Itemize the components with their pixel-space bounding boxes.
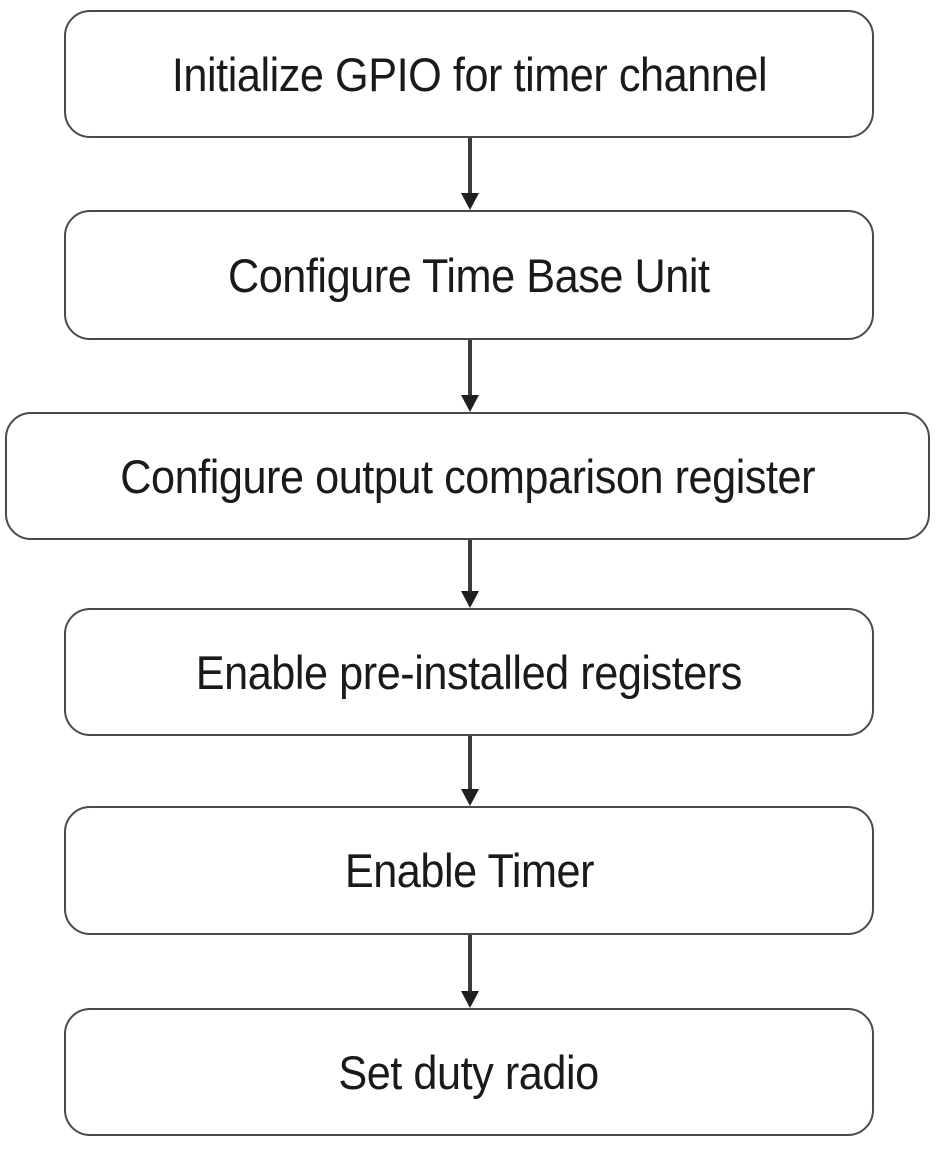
arrow-head-down-icon [461,991,479,1008]
arrow-shaft [468,540,472,592]
flow-node-configure-time-base-unit[interactable]: Configure Time Base Unit [64,210,874,340]
flow-node-enable-pre-installed-registers[interactable]: Enable pre-installed registers [64,608,874,736]
arrow-head-down-icon [461,591,479,608]
flow-arrow-n3-n4 [461,540,479,608]
flow-arrow-n4-n5 [461,736,479,806]
flow-node-set-duty-radio[interactable]: Set duty radio [64,1008,874,1136]
flow-arrow-n5-n6 [461,935,479,1008]
flow-node-configure-output-comparison-register[interactable]: Configure output comparison register [5,412,930,540]
arrow-head-down-icon [461,193,479,210]
flow-node-initialize-gpio[interactable]: Initialize GPIO for timer channel [64,10,874,138]
flow-node-label: Configure output comparison register [120,449,815,503]
arrow-shaft [468,736,472,790]
arrow-head-down-icon [461,789,479,806]
flow-node-enable-timer[interactable]: Enable Timer [64,806,874,935]
arrow-shaft [468,340,472,396]
arrow-shaft [468,935,472,992]
flow-arrow-n1-n2 [461,138,479,210]
flow-arrow-n2-n3 [461,340,479,412]
flow-node-label: Enable Timer [344,844,594,897]
flow-node-label: Enable pre-installed registers [195,645,743,699]
flow-node-label: Set duty radio [338,1045,600,1099]
flow-node-label: Initialize GPIO for timer channel [171,47,767,101]
arrow-head-down-icon [461,395,479,412]
arrow-shaft [468,138,472,194]
flow-node-label: Configure Time Base Unit [228,248,710,302]
